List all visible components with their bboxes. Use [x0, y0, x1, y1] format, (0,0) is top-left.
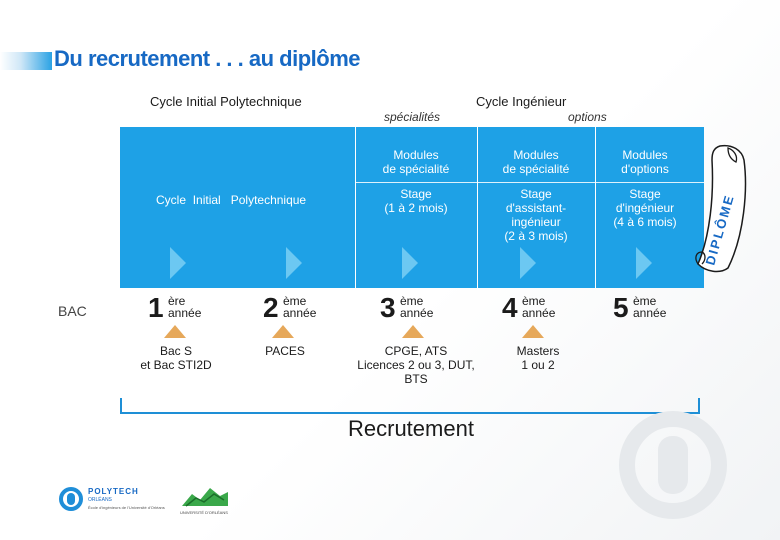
chevron-right-icon: [286, 247, 302, 279]
entry-marker-icon: [272, 325, 294, 338]
bac-label: BAC: [58, 303, 87, 319]
header-cycle-ingenieur: Cycle Ingénieur: [476, 94, 567, 109]
entry-marker-icon: [522, 325, 544, 338]
entry-marker-icon: [402, 325, 424, 338]
polytech-watermark-icon: [619, 411, 727, 519]
chevron-right-icon: [402, 247, 418, 279]
chevron-right-icon: [636, 247, 652, 279]
header-cycle-initial: Cycle Initial Polytechnique: [150, 94, 302, 109]
entry-paces: PACES: [265, 344, 305, 358]
band-divider: [477, 127, 478, 288]
page-title: Du recrutement . . . au diplôme: [54, 46, 361, 71]
chevron-right-icon: [520, 247, 536, 279]
band-cycle-initial: Cycle Initial Polytechnique: [156, 193, 307, 207]
band-stage-1: Stage(1 à 2 mois): [384, 187, 448, 215]
title-accent-bar: [0, 52, 52, 70]
universite-orleans-logo: UNIVERSITÉ D'ORLÉANS: [180, 484, 240, 520]
recruitment-bracket: [120, 398, 700, 414]
header-options: options: [568, 110, 607, 124]
recrutement-label: Recrutement: [348, 416, 474, 441]
entry-marker-icon: [164, 325, 186, 338]
diploma-scroll-icon: DIPLÔME: [695, 144, 747, 273]
polytech-logo-icon: [59, 487, 83, 511]
polytech-logo: POLYTECH ORLÉANS École d'ingénieurs de l…: [58, 484, 178, 520]
band-row-divider: [355, 182, 704, 183]
chevron-right-icon: [170, 247, 186, 279]
university-emblem-icon: [182, 488, 228, 507]
header-specialites: spécialités: [384, 110, 441, 124]
band-divider: [595, 127, 596, 288]
band-divider: [355, 127, 356, 288]
